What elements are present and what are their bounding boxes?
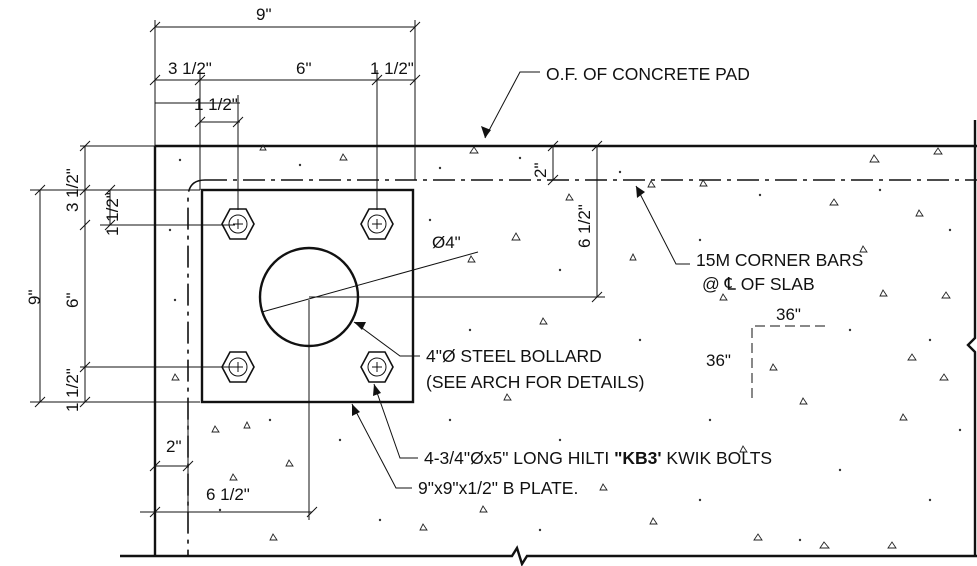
anchor-bolt-br <box>360 351 394 383</box>
note-corner-bars-2: @ ℄ OF SLAB <box>702 274 815 294</box>
note-concrete-pad: O.F. OF CONCRETE PAD <box>546 64 750 84</box>
dim-top-cover: 2" <box>531 163 550 179</box>
dim-slab-height: 36" <box>706 351 731 370</box>
dimension-lines <box>30 20 830 520</box>
concrete-hatch <box>168 144 962 549</box>
note-anchor-bolts: 4-3/4"Øx5" LONG HILTI "KB3' KWIK BOLTS <box>424 448 772 468</box>
dim-bolt-plate-top: 1 1/2" <box>194 95 238 114</box>
dim-edge-bolt-left: 3 1/2" <box>168 59 212 78</box>
callout-notes: O.F. OF CONCRETE PAD 15M CORNER BARS @ ℄… <box>418 64 863 498</box>
dim-bolt-spacing-v: 6" <box>63 293 82 309</box>
dim-overall-height: 9" <box>25 290 44 306</box>
anchor-bolt-tr <box>360 208 394 240</box>
note-base-plate: 9"x9"x1/2" B PLATE. <box>418 478 578 498</box>
leader-lines <box>351 71 690 489</box>
dim-overall-width: 9" <box>256 5 272 24</box>
note-bolts-suffix: KWIK BOLTS <box>662 448 773 468</box>
dim-bolt-spacing-h: 6" <box>296 59 312 78</box>
note-corner-bars-1: 15M CORNER BARS <box>696 250 863 270</box>
dimension-labels: 9" 3 1/2" 6" 1 1/2" 1 1/2" 2" 6 1/2" 9" … <box>25 5 801 504</box>
dim-bar-to-center: 6 1/2" <box>575 204 594 248</box>
corner-bars <box>187 179 977 556</box>
dim-side-cover: 2" <box>166 437 182 456</box>
note-bollard-2: (SEE ARCH FOR DETAILS) <box>426 372 644 392</box>
base-plate <box>200 188 415 404</box>
dim-edge-bolt-v-top: 3 1/2" <box>63 168 82 212</box>
dim-edge-to-center: 6 1/2" <box>206 485 250 504</box>
dim-slab-width: 36" <box>776 305 801 324</box>
dim-edge-bolt-right: 1 1/2" <box>370 59 414 78</box>
dim-bolt-plate-v: 1 1/2" <box>103 192 122 236</box>
note-bolts-bold: "KB3' <box>614 448 661 468</box>
note-bolts-prefix: 4-3/4"Øx5" LONG HILTI <box>424 448 614 468</box>
note-bollard-1: 4"Ø STEEL BOLLARD <box>426 346 602 366</box>
concrete-pad-outline <box>120 120 977 566</box>
anchor-bolt-tl <box>221 208 255 240</box>
leader-arrows <box>352 126 645 416</box>
dim-bolt-plate-bottom: 1 1/2" <box>63 368 82 412</box>
dim-bollard-dia: Ø4" <box>432 233 461 252</box>
